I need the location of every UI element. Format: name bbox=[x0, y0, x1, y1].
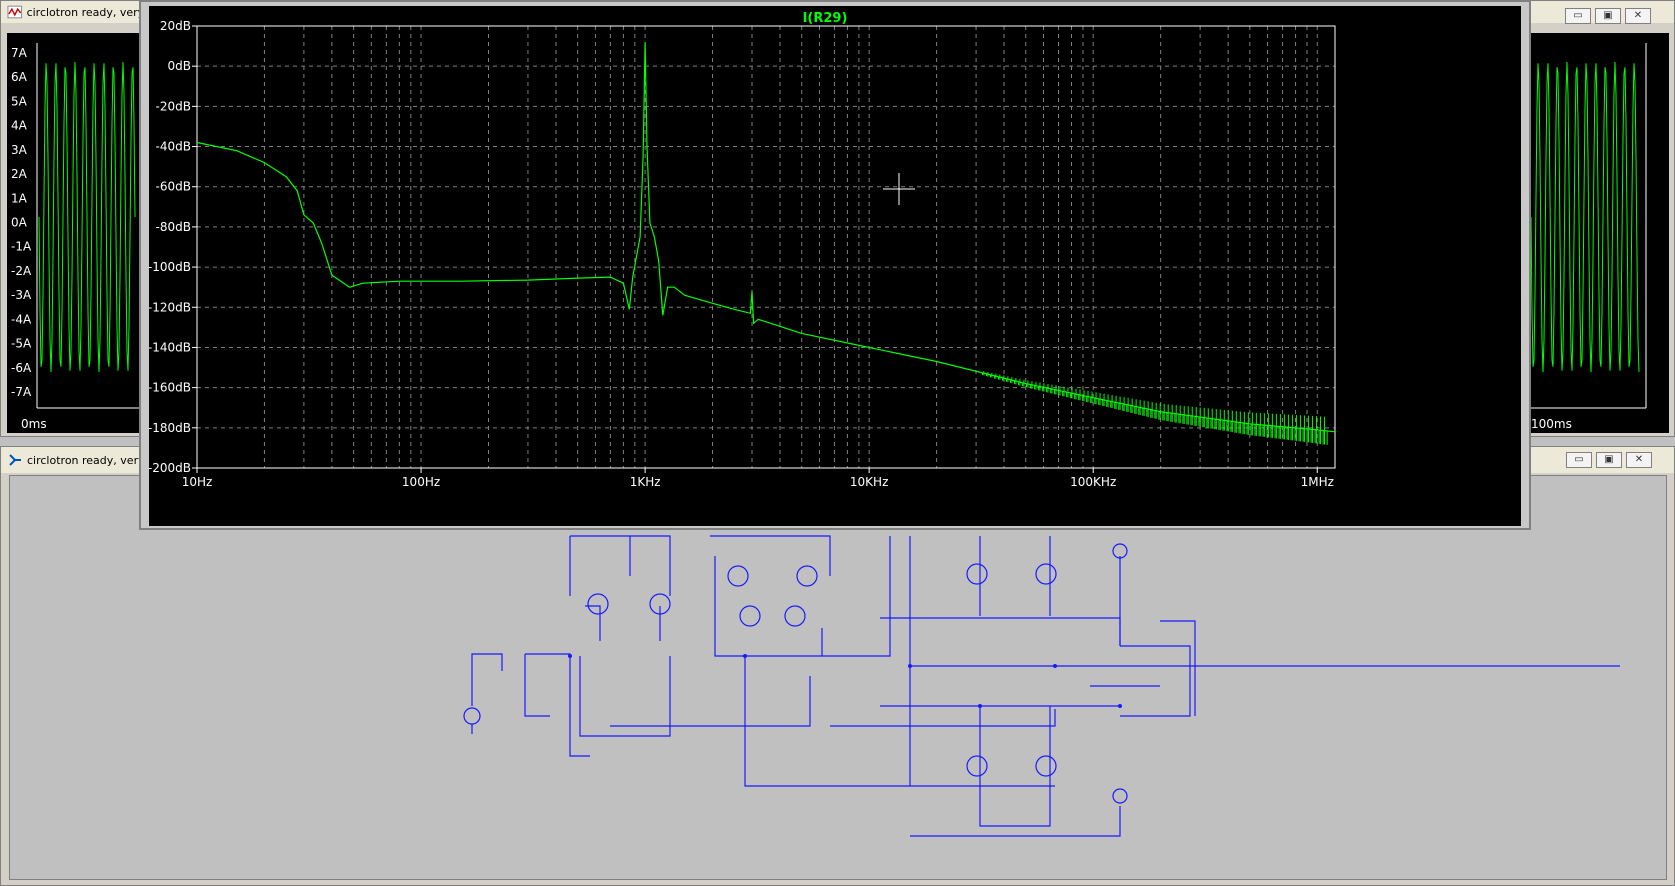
y-tick-label: -80dB bbox=[156, 220, 191, 234]
y-tick-label: -4A bbox=[11, 312, 32, 326]
trace-label[interactable]: I(R29) bbox=[803, 11, 848, 26]
x-tick-label: 10Hz bbox=[182, 475, 213, 489]
y-tick-label: -140dB bbox=[149, 340, 191, 354]
y-tick-label: -20dB bbox=[156, 99, 191, 113]
maximize-button[interactable]: ▣ bbox=[1595, 8, 1621, 24]
y-tick-label: 5A bbox=[11, 94, 28, 108]
window-title: circlotron ready, very bbox=[26, 5, 141, 19]
y-tick-label: 2A bbox=[11, 167, 28, 181]
y-tick-label: 4A bbox=[11, 119, 28, 133]
y-tick-label: -5A bbox=[11, 337, 32, 351]
schematic-canvas[interactable] bbox=[9, 475, 1667, 880]
plot-area-right[interactable]: 100ms bbox=[1530, 33, 1669, 433]
schematic-drawing bbox=[463, 535, 1620, 837]
top-window-controls: ▭ ▣ ✕ bbox=[1565, 8, 1651, 24]
close-button[interactable]: ✕ bbox=[1626, 452, 1652, 468]
x-tick-label: 100KHz bbox=[1070, 475, 1116, 489]
x-tick-label: 1KHz bbox=[630, 475, 661, 489]
schematic-window-controls: ▭ ▣ ✕ bbox=[1566, 452, 1652, 468]
y-tick-label: 0dB bbox=[168, 59, 191, 73]
y-tick-label: -100dB bbox=[149, 260, 191, 274]
y-tick-label: 6A bbox=[11, 70, 28, 84]
trace-i-r29 bbox=[196, 42, 1336, 433]
crosshair-cursor bbox=[883, 173, 915, 205]
minimize-button[interactable]: ▭ bbox=[1565, 8, 1591, 24]
window-title: circlotron ready, very bbox=[27, 453, 145, 467]
y-tick-label: -7A bbox=[11, 385, 32, 399]
y-tick-label: -200dB bbox=[149, 461, 191, 475]
y-tick-label: 20dB bbox=[160, 19, 191, 33]
x-tick-label: 10KHz bbox=[850, 475, 888, 489]
y-tick-label: -6A bbox=[11, 361, 32, 375]
x-tick-label: 1MHz bbox=[1301, 475, 1334, 489]
waveform-left-svg: 7A 6A 5A 4A 3A 2A 1A 0A -1A -2A -3A -4A -5A -6A -7A 0m… bbox=[11, 43, 143, 431]
plot-area-left[interactable]: 7A 6A 5A 4A 3A 2A 1A 0A -1A -2A -3A -4A -5A -6A -7A 0m… bbox=[7, 33, 143, 433]
y-tick-label: -2A bbox=[11, 264, 32, 278]
minimize-button[interactable]: ▭ bbox=[1566, 452, 1592, 468]
y-tick-label: -120dB bbox=[149, 300, 191, 314]
fft-window[interactable]: I(R29) 20dB 0dB -20dB -40dB -60dB -80dB -100dB… bbox=[139, 0, 1531, 530]
waveform-app-icon bbox=[7, 5, 23, 19]
maximize-button[interactable]: ▣ bbox=[1596, 452, 1622, 468]
y-tick-label: -180dB bbox=[149, 421, 191, 435]
waveform-right-svg: 100ms bbox=[1530, 43, 1647, 431]
fft-chart: I(R29) 20dB 0dB -20dB -40dB -60dB -80dB -100dB… bbox=[148, 11, 1336, 489]
plot-frame bbox=[196, 25, 1336, 469]
current-waveform-right bbox=[1530, 61, 1640, 373]
y-tick-label: -60dB bbox=[156, 180, 191, 194]
y-tick-label: 0A bbox=[11, 216, 28, 230]
y-tick-label: -40dB bbox=[156, 140, 191, 154]
x-end-label: 100ms bbox=[1531, 417, 1572, 431]
y-tick-label: 3A bbox=[11, 143, 28, 157]
x-start-label: 0ms bbox=[21, 417, 47, 431]
y-tick-label: 1A bbox=[11, 191, 28, 205]
y-tick-label: -1A bbox=[11, 240, 32, 254]
fft-plot-area[interactable]: I(R29) 20dB 0dB -20dB -40dB -60dB -80dB -100dB… bbox=[148, 6, 1521, 526]
schematic-app-icon bbox=[9, 454, 21, 466]
current-waveform-left bbox=[38, 61, 136, 373]
x-tick-label: 100Hz bbox=[402, 475, 440, 489]
waveform-window-right[interactable]: 100ms bbox=[1530, 0, 1675, 437]
y-tick-label: -160dB bbox=[149, 381, 191, 395]
close-button[interactable]: ✕ bbox=[1625, 8, 1651, 24]
waveform-window-left[interactable]: circlotron ready, very 7A 6A 5A 4A 3A 2A 1A 0A -… bbox=[0, 0, 143, 437]
title-bar-left[interactable]: circlotron ready, very bbox=[1, 1, 141, 23]
y-tick-label: -3A bbox=[11, 288, 32, 302]
y-tick-label: 7A bbox=[11, 46, 28, 60]
